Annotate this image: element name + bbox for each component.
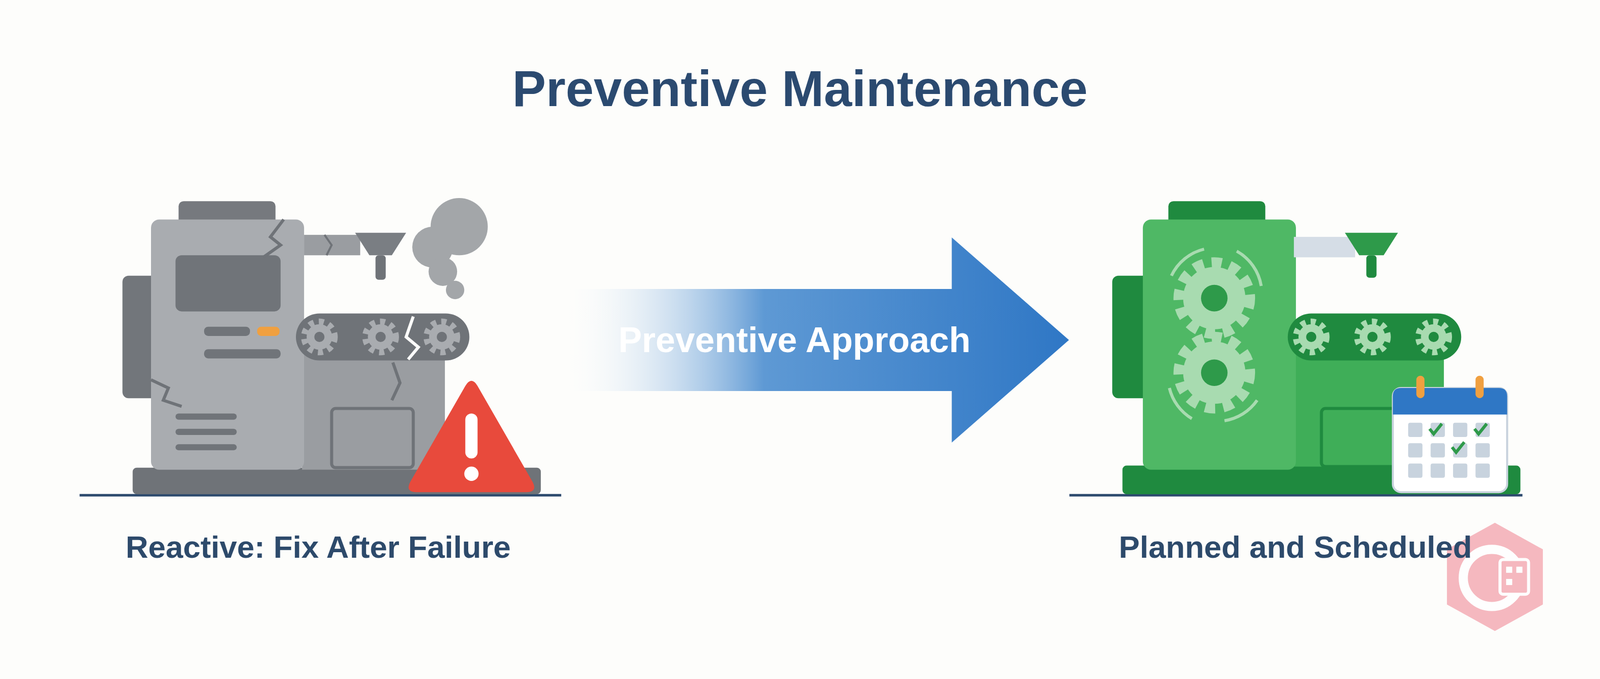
machine-panel: Planned and Scheduled bbox=[1069, 196, 1523, 576]
calendar-icon-part bbox=[1430, 442, 1445, 458]
broken-machine-part bbox=[375, 255, 386, 280]
maintained-machine-part bbox=[1295, 321, 1449, 353]
calendar-icon-part bbox=[1416, 375, 1425, 398]
broken-machine-part bbox=[412, 197, 488, 299]
broken-machine-part bbox=[79, 493, 562, 497]
watermark-logo-part bbox=[1516, 566, 1523, 573]
maintained-machine-part bbox=[1171, 248, 1205, 276]
maintained-machine-part bbox=[1367, 331, 1378, 342]
broken-machine-part bbox=[151, 219, 305, 470]
calendar-icon-part bbox=[1408, 463, 1423, 478]
maintained-machine-part bbox=[1293, 236, 1356, 258]
calendar-icon-part bbox=[1453, 463, 1468, 478]
broken-machine-part bbox=[304, 321, 335, 353]
broken-machine-part bbox=[406, 316, 419, 360]
warning-icon-part bbox=[465, 413, 478, 459]
maintained-machine-part bbox=[1178, 262, 1250, 334]
maintained-machine-part bbox=[1366, 255, 1377, 278]
broken-machine-part bbox=[307, 324, 332, 350]
broken-machine-part bbox=[324, 234, 332, 256]
maintained-machine-part bbox=[1421, 324, 1446, 350]
maintained-machine-part bbox=[1295, 321, 1327, 353]
broken-machine-part bbox=[204, 348, 281, 359]
maintained-machine-part bbox=[1306, 331, 1317, 342]
broken-machine-part bbox=[175, 443, 237, 450]
watermark-logo-part bbox=[1506, 566, 1513, 573]
warning-icon bbox=[408, 380, 535, 492]
broken-machine-part bbox=[175, 413, 237, 420]
maintained-machine-part bbox=[1201, 284, 1228, 312]
maintained-machine-part bbox=[1183, 341, 1245, 404]
calendar-icon-part bbox=[1408, 422, 1490, 478]
calendar-icon-part bbox=[1475, 463, 1490, 478]
maintained-machine-part bbox=[1142, 219, 1296, 470]
calendar-icon bbox=[1392, 375, 1508, 492]
maintained-machine-part bbox=[1069, 493, 1523, 497]
maintained-machine-part bbox=[1360, 324, 1385, 350]
maintained-machine-part bbox=[1201, 359, 1228, 386]
broken-machine-part bbox=[426, 321, 458, 353]
broken-machine-part bbox=[429, 324, 455, 350]
broken-machine-part bbox=[304, 234, 361, 256]
broken-machine bbox=[79, 197, 562, 495]
warning-icon-part bbox=[408, 380, 535, 492]
broken-machine-part bbox=[151, 379, 182, 407]
maintained-machine-part bbox=[1178, 336, 1250, 409]
maintained-machine-part bbox=[1169, 387, 1192, 419]
broken-machine-part bbox=[445, 280, 465, 299]
watermark-logo-part bbox=[1506, 578, 1513, 585]
calendar-icon-part bbox=[1452, 441, 1465, 453]
arrow-label: Preventive Approach bbox=[618, 319, 971, 361]
maintained-machine-part bbox=[1183, 267, 1245, 329]
broken-machine-part bbox=[204, 326, 250, 336]
calendar-icon-part bbox=[1475, 442, 1490, 458]
watermark-logo-part bbox=[1500, 559, 1529, 595]
maintained-machine-part bbox=[1236, 251, 1262, 286]
broken-machine-part bbox=[295, 313, 470, 361]
calendar-icon-part bbox=[1429, 423, 1442, 434]
broken-machine-part bbox=[331, 408, 414, 468]
calendar-icon-part bbox=[1474, 423, 1487, 434]
calendar-icon-part bbox=[1408, 422, 1423, 437]
title: Preventive Maintenance bbox=[0, 59, 1600, 118]
broken-machine-part bbox=[368, 324, 393, 350]
broken-machine-part bbox=[302, 352, 445, 470]
broken-machine-part bbox=[436, 331, 447, 342]
maintained-machine bbox=[1069, 201, 1523, 495]
calendar-icon-part bbox=[1392, 387, 1508, 492]
maintained-machine-part bbox=[1418, 321, 1449, 353]
broken-machine-part bbox=[175, 255, 281, 312]
maintained-machine-part bbox=[1178, 262, 1250, 409]
block-arrow bbox=[560, 237, 1070, 443]
calendar-icon-part bbox=[1453, 422, 1468, 437]
calendar-icon-part bbox=[1430, 463, 1445, 478]
broken-machine-part bbox=[314, 331, 325, 342]
caption: Reactive: Fix After Failure bbox=[119, 528, 518, 576]
broken-machine-part bbox=[257, 326, 280, 336]
maintained-machine-part bbox=[1224, 400, 1258, 421]
calendar-icon-part bbox=[1392, 387, 1508, 415]
machine-panel: Reactive: Fix After Failure bbox=[75, 196, 561, 576]
broken-machine-part bbox=[355, 232, 407, 256]
broken-machine-part bbox=[263, 219, 284, 258]
maintained-machine-part bbox=[1357, 321, 1388, 353]
maintained-machine-part bbox=[1287, 313, 1462, 361]
broken-machine-part bbox=[304, 321, 458, 353]
warning-icon-part bbox=[464, 466, 479, 481]
caption: Planned and Scheduled bbox=[1112, 528, 1478, 576]
maintained-machine-part bbox=[1428, 331, 1439, 342]
maintained-machine-part bbox=[1344, 232, 1398, 256]
calendar-icon-part bbox=[1475, 375, 1484, 398]
broken-machine-part bbox=[175, 428, 237, 435]
broken-machine-part bbox=[365, 321, 396, 353]
calendar-icon-part bbox=[1408, 442, 1423, 458]
broken-machine-part bbox=[391, 362, 400, 400]
maintained-machine-part bbox=[1298, 324, 1324, 350]
broken-machine-part bbox=[375, 331, 386, 342]
